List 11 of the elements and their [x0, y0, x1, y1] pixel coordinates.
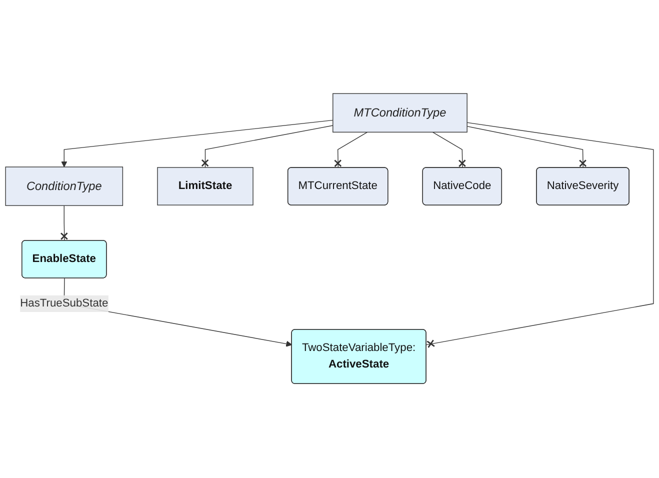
connector	[201, 126, 334, 168]
edge-label: HasTrueSubState	[20, 298, 108, 310]
node-box: LimitState	[157, 168, 254, 206]
connector	[432, 132, 466, 169]
connector	[426, 122, 654, 349]
connector	[334, 132, 368, 169]
connector	[466, 126, 587, 169]
connector	[60, 206, 68, 242]
arrow	[61, 120, 334, 168]
node-box: MTConditionType	[332, 94, 468, 133]
node-box: ConditionType	[5, 167, 124, 206]
